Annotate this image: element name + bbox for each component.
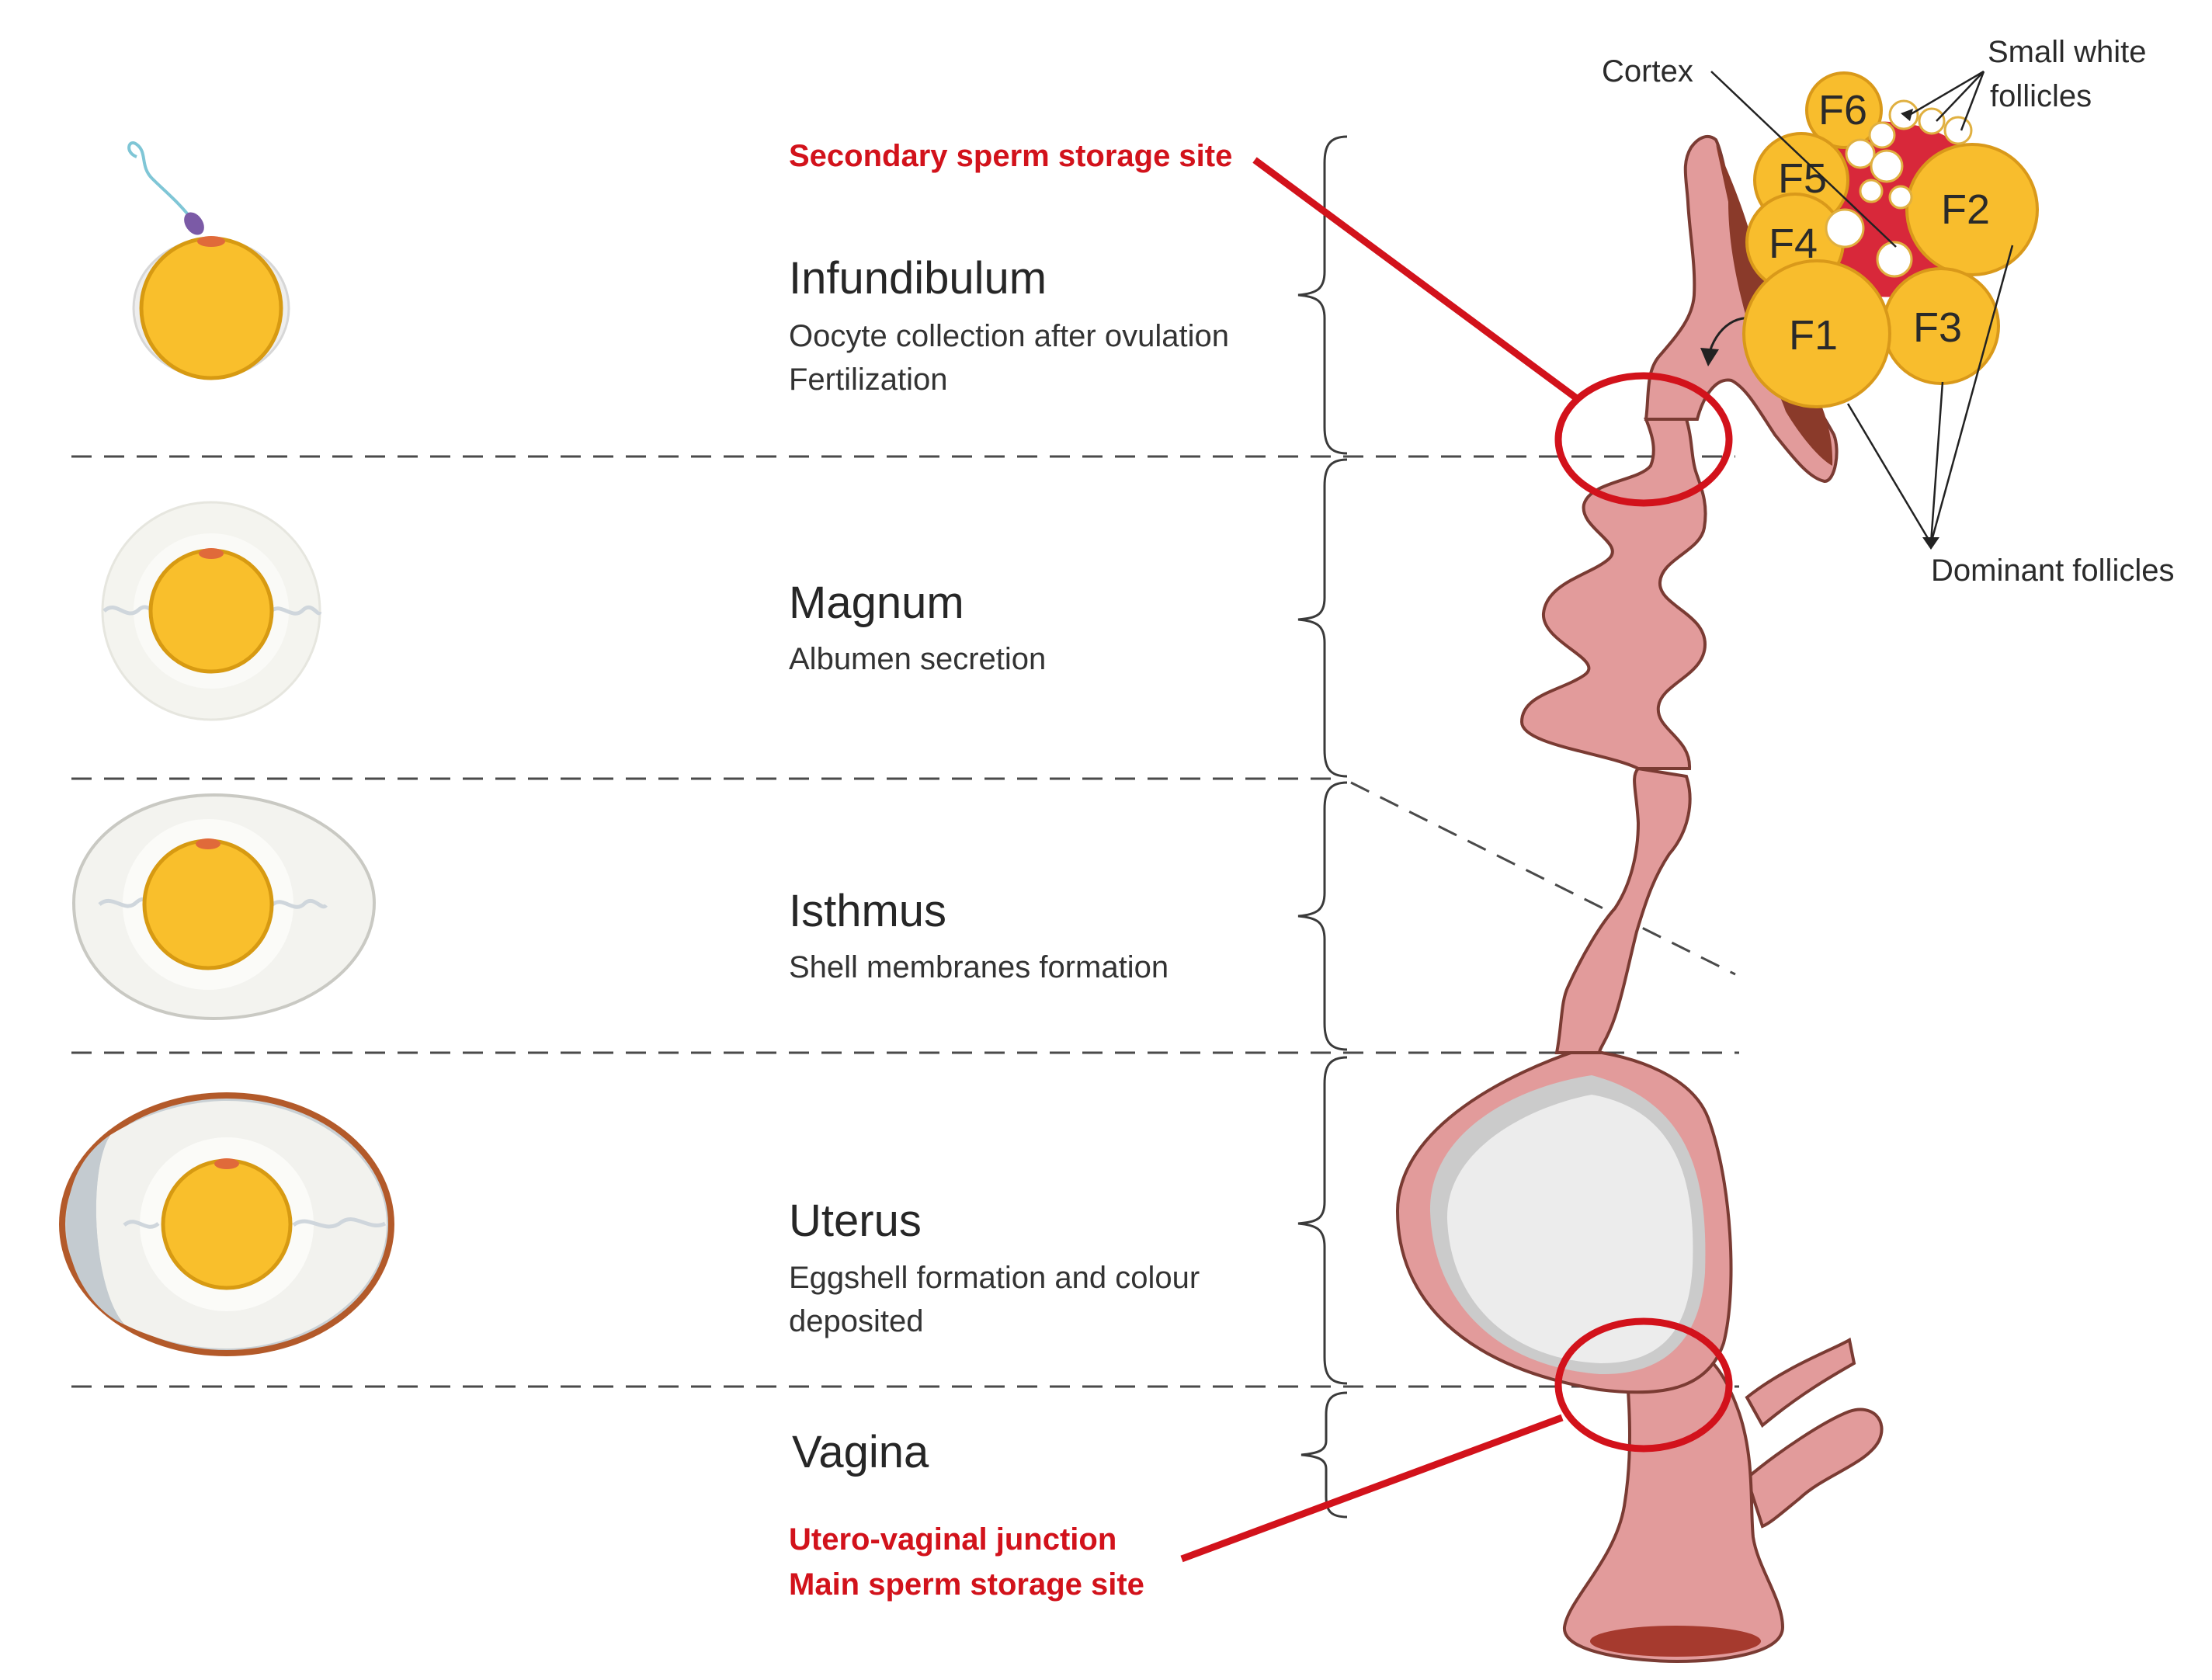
yolk [148,548,274,674]
small-white-follicle [1876,241,1913,278]
segment-title-vagina: Vagina [792,1427,929,1477]
brace-magnum [1297,458,1348,778]
segment-desc-magnum-1: Albumen secretion [789,642,1046,676]
isthmus [1554,766,1692,1054]
egg-stage-isthmus [71,793,377,1021]
germinal-disc [196,838,221,849]
section-braces [1297,135,1348,1519]
small-white-leader-1 [1906,70,1985,118]
vagina-opening [1590,1626,1761,1657]
small-white-follicle [1870,149,1904,183]
segment-desc-infundibulum-2: Fertilization [789,363,948,397]
brace-uterus [1297,1056,1348,1385]
small-white-follicle [1868,121,1896,149]
dominant-arrowheads [1922,537,1939,550]
divider-isthmus-diagonal [1350,781,1736,976]
chalaza-right [270,898,328,909]
junction-storage-ring [1554,1317,1733,1453]
germinal-disc [214,1158,239,1169]
segment-desc-uterus-1: Eggshell formation and colour [789,1261,1200,1295]
follicle-f2 [1905,143,2039,276]
small-white-leader-3 [1960,71,1985,131]
small-white-follicle [1918,107,1946,135]
secondary-storage-ring [1554,372,1733,507]
follicle-label-f3: F3 [1913,304,1962,351]
small-white-follicle [1888,185,1913,210]
air-cell [67,1135,124,1324]
uterus-egg [1446,1095,1693,1363]
follicle-label-f4: F4 [1769,220,1818,267]
magnum [1519,418,1707,770]
germinal-disc [199,548,224,559]
utero-vaginal-junction-label: Utero-vaginal junction [789,1522,1116,1557]
dominant-follicles-label: Dominant follicles [1931,554,2174,588]
oocyte-yolk [139,236,283,380]
follicle-f6 [1805,71,1883,149]
follicle-label-f5: F5 [1778,155,1827,202]
small-white-label-line2: follicles [1990,79,2092,113]
egg-stage-infundibulum [127,141,290,380]
egg-stage-magnum [101,501,322,721]
dominant-leader-3 [1929,245,2014,544]
germinal-disc [197,236,225,247]
ovulation-arrowhead [1700,348,1719,366]
small-white-leader-2 [1936,71,1985,122]
small-white-follicle [1859,179,1884,203]
follicle-f1 [1742,259,1891,408]
segment-title-infundibulum: Infundibulum [789,253,1047,304]
secondary-storage-leader [1252,157,1580,402]
chalaza-right [269,605,322,616]
sperm-icon [127,141,194,222]
dominant-leader-1 [1846,403,1932,544]
ovary: F6 F5 F4 F2 F3 F1 [1742,71,2039,408]
follicle-label-f2: F2 [1941,186,1990,233]
segment-desc-uterus-2: deposited [789,1304,923,1338]
segment-title-magnum: Magnum [789,578,964,628]
sperm-head [184,212,204,235]
cloaca-tube [1745,1337,1856,1428]
chalaza-right [292,1217,387,1229]
small-white-label-line1: Small white [1988,35,2147,69]
secondary-storage-label: Secondary sperm storage site [789,139,1232,173]
vagina-branch [1745,1408,1884,1529]
segment-labels: Infundibulum Oocyte collection after ovu… [789,253,1229,1477]
small-white-arrowhead [1901,109,1913,121]
chalaza-left [123,1220,160,1229]
small-white-follicle [1845,138,1876,169]
small-white-follicle [1825,208,1865,248]
ovary-callouts: Cortex Small white follicles Dominant fo… [1602,35,2174,588]
yolk [142,838,274,970]
vagina [1562,1356,1785,1664]
follicle-label-f6: F6 [1818,87,1867,134]
sperm-storage-callouts: Secondary sperm storage site Utero-vagin… [789,139,1733,1602]
cortex-label: Cortex [1602,54,1693,89]
segment-title-isthmus: Isthmus [789,886,946,936]
yolk [161,1158,293,1290]
small-white-follicle [1943,116,1973,145]
main-storage-label: Main sperm storage site [789,1567,1144,1602]
brace-isthmus [1297,781,1348,1051]
segment-desc-isthmus-1: Shell membranes formation [789,950,1169,984]
cortex-leader [1710,71,1897,248]
section-dividers [71,455,1739,1388]
brace-infundibulum [1297,135,1348,455]
dominant-leader-2 [1929,381,1944,544]
follicle-label-f1: F1 [1789,312,1838,359]
egg-stage-uterus [59,1092,394,1356]
segment-desc-infundibulum-1: Oocyte collection after ovulation [789,319,1229,353]
junction-storage-leader [1180,1414,1564,1563]
segment-title-uterus: Uterus [789,1196,922,1246]
